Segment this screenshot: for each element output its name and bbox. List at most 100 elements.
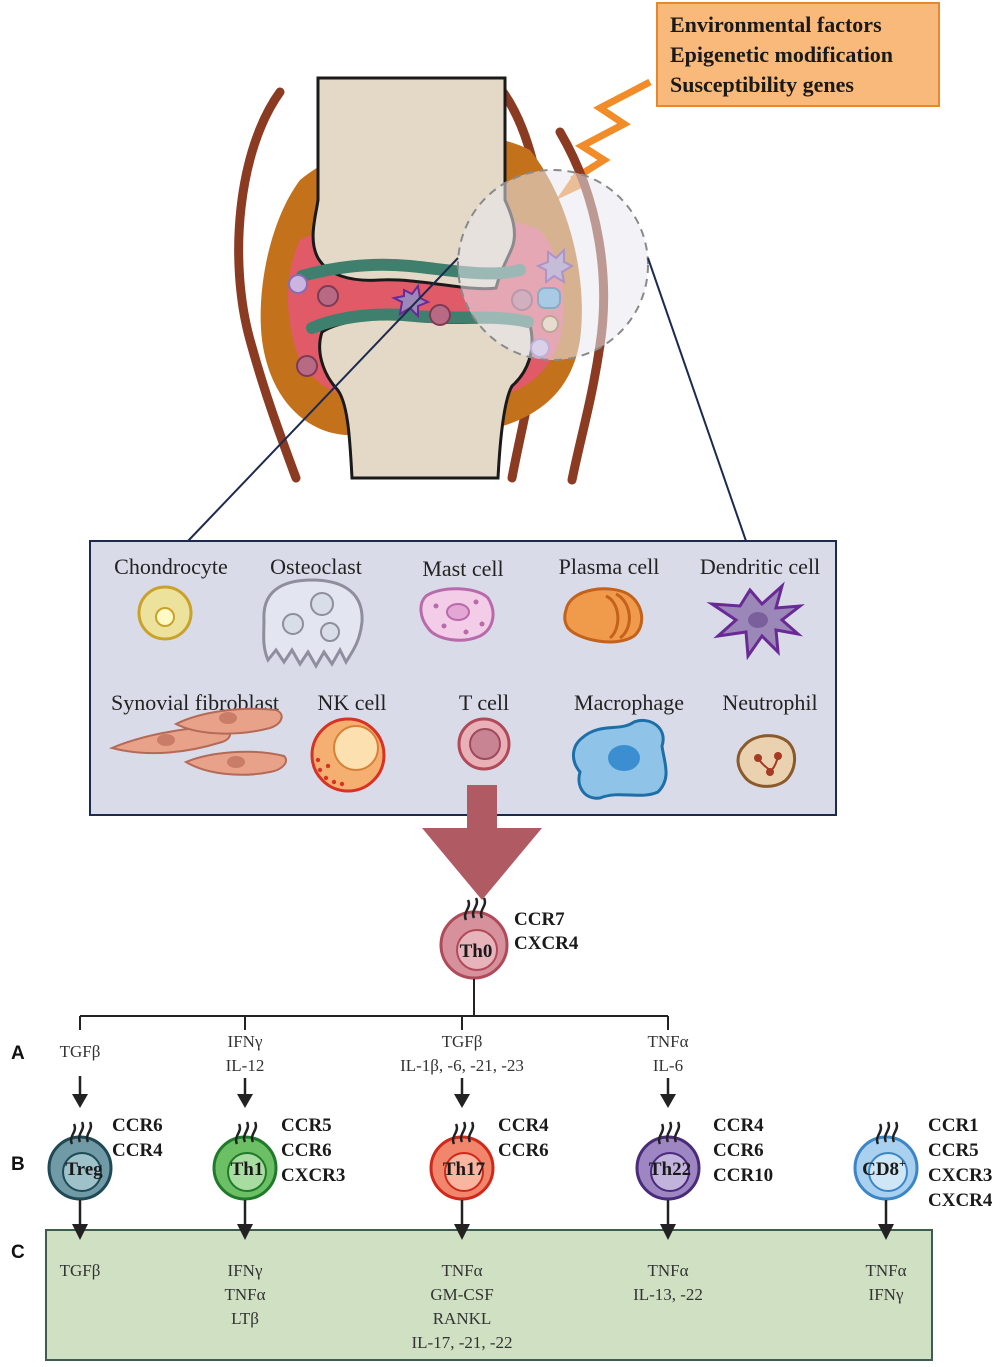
zoom-line-left xyxy=(187,257,459,542)
treg-cell: Treg xyxy=(47,1121,113,1201)
arrow-head xyxy=(72,1094,88,1108)
label-plasma-cell: Plasma cell xyxy=(559,554,660,579)
th17-product: TNFα xyxy=(441,1261,482,1280)
th17-receptor: CCR4 xyxy=(498,1115,549,1136)
row-label-a: A xyxy=(11,1043,25,1064)
th17-product: GM-CSF xyxy=(430,1285,493,1304)
th22-inducer: IL-6 xyxy=(653,1056,683,1075)
zoom-circle xyxy=(457,169,649,361)
th1-receptor: CCR5 xyxy=(281,1115,332,1136)
treg-inducer: TGFβ xyxy=(60,1042,101,1061)
th22-product: IL-13, -22 xyxy=(633,1285,703,1304)
osteoclast-icon xyxy=(262,578,364,670)
t-cell-icon xyxy=(457,717,511,771)
th22-receptor: CCR10 xyxy=(713,1165,773,1186)
receptor-icon xyxy=(463,897,487,921)
cd8-name-sup: + xyxy=(899,1156,906,1170)
receptor-icon xyxy=(234,1121,258,1145)
treg-receptor: CCR4 xyxy=(112,1140,163,1161)
t-cell-icon xyxy=(296,355,318,377)
label-macrophage: Macrophage xyxy=(574,690,684,715)
cd8-receptor: CCR5 xyxy=(928,1140,979,1161)
label-osteoclast: Osteoclast xyxy=(270,554,362,579)
th1-receptor: CXCR3 xyxy=(281,1165,345,1186)
cd8-receptor: CCR1 xyxy=(928,1115,979,1136)
th22-cell: Th22 xyxy=(635,1121,701,1201)
cell-types-panel xyxy=(89,540,837,816)
label-nk-cell: NK cell xyxy=(317,690,386,715)
cd8-name: CD8+ xyxy=(862,1156,906,1180)
big-down-arrow xyxy=(422,785,542,900)
cd8-product: TNFα xyxy=(865,1261,906,1280)
th0-receptor: CCR7 xyxy=(514,909,565,930)
th17-receptor: CCR6 xyxy=(498,1140,549,1161)
label-dendritic-cell: Dendritic cell xyxy=(700,554,820,579)
th1-name: Th1 xyxy=(231,1159,264,1180)
t-cell-icon xyxy=(317,285,339,307)
th1-inducer: IL-12 xyxy=(226,1056,265,1075)
treg-name: Treg xyxy=(65,1159,103,1180)
treg-product: TGFβ xyxy=(60,1261,101,1280)
joint-illustration xyxy=(234,76,649,485)
th0-name: Th0 xyxy=(460,941,493,962)
differentiation-tree xyxy=(79,979,669,1030)
arrow-head xyxy=(454,1094,470,1108)
zoom-line-right xyxy=(647,257,747,542)
t-cell-icon xyxy=(429,304,451,326)
th0-nucleus xyxy=(456,929,498,971)
cd8-receptor: CXCR4 xyxy=(928,1190,993,1211)
arrow-head xyxy=(878,1224,894,1240)
th17-nucleus xyxy=(444,1152,484,1192)
synovial-fibroblast-icon xyxy=(108,707,288,776)
th1-inducer: IFNγ xyxy=(228,1032,263,1051)
th17-inducer: IL-1β, -6, -21, -23 xyxy=(400,1056,524,1075)
cd8-product: IFNγ xyxy=(869,1285,904,1304)
th17-inducer: TGFβ xyxy=(442,1032,483,1051)
label-chondrocyte: Chondrocyte xyxy=(114,554,228,579)
th17-product: IL-17, -21, -22 xyxy=(411,1333,512,1352)
th1-cell: Th1 xyxy=(212,1121,278,1201)
th1-receptor: CCR6 xyxy=(281,1140,332,1161)
th0-receptor: CXCR4 xyxy=(514,933,579,954)
cd8-name-text: CD8 xyxy=(862,1159,899,1180)
cd8-nucleus xyxy=(868,1152,908,1192)
label-neutrophil: Neutrophil xyxy=(722,690,817,715)
treg-receptor: CCR6 xyxy=(112,1115,163,1136)
macrophage-icon xyxy=(572,719,668,800)
receptor-icon xyxy=(875,1121,899,1145)
label-t-cell: T cell xyxy=(459,690,509,715)
arrow-head xyxy=(660,1224,676,1240)
th22-nucleus xyxy=(650,1152,690,1192)
inducer-arrows xyxy=(72,1076,676,1108)
factor-environmental: Environmental factors xyxy=(670,12,882,37)
products-panel xyxy=(45,1229,933,1361)
dendritic-cell-icon xyxy=(706,581,805,661)
mast-cell-icon xyxy=(419,587,495,642)
row-label-b: B xyxy=(11,1154,25,1175)
th0-cell: Th0 xyxy=(439,897,509,980)
th1-product: TNFα xyxy=(224,1285,265,1304)
th1-product: IFNγ xyxy=(228,1261,263,1280)
product-arrows xyxy=(72,1200,894,1240)
cd8-receptor: CXCR3 xyxy=(928,1165,992,1186)
arrow-head xyxy=(454,1224,470,1240)
chondrocyte-icon xyxy=(137,585,193,641)
treg-nucleus xyxy=(62,1152,102,1192)
th17-product: RANKL xyxy=(433,1309,492,1328)
receptor-icon xyxy=(657,1121,681,1145)
th22-name: Th22 xyxy=(649,1159,691,1180)
plasma-cell-icon xyxy=(563,587,644,644)
label-mast-cell: Mast cell xyxy=(422,556,503,581)
neutrophil-icon xyxy=(736,734,796,788)
factor-box: Environmental factors Epigenetic modific… xyxy=(656,2,940,107)
arrow-head xyxy=(72,1224,88,1240)
arrow-head xyxy=(237,1224,253,1240)
mast-cell-icon xyxy=(288,274,308,294)
receptor-icon xyxy=(69,1121,93,1145)
th22-receptor: CCR6 xyxy=(713,1140,764,1161)
row-label-c: C xyxy=(11,1242,25,1263)
th1-nucleus xyxy=(227,1152,267,1192)
cd8-cell: CD8+ xyxy=(853,1121,919,1201)
arrow-head xyxy=(237,1094,253,1108)
